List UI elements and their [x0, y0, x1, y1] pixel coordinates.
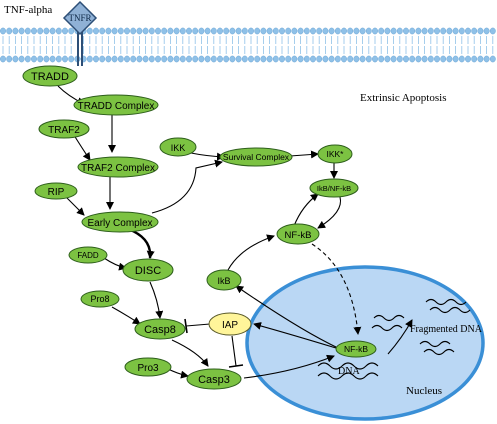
node-iap: IAP	[208, 312, 252, 336]
node-nfkb: NF-kB	[276, 223, 320, 245]
node-traf2-complex: TRAF2 Complex	[77, 156, 159, 178]
node-traf2-complex-label: TRAF2 Complex	[81, 163, 155, 174]
node-pro3-label: Pro3	[137, 363, 159, 374]
node-casp3-label: Casp3	[198, 374, 230, 386]
dna-label: DNA	[338, 366, 360, 377]
node-pro3: Pro3	[124, 357, 172, 377]
node-survival-complex: Survival Complex	[219, 147, 293, 167]
node-disc-label: DISC	[135, 265, 161, 277]
node-iap-label: IAP	[222, 320, 238, 331]
nucleus-label: Nucleus	[406, 385, 442, 397]
node-survival-complex-label: Survival Complex	[223, 152, 290, 162]
node-nfkb-nuclear-label: NF-kB	[344, 344, 368, 354]
node-ikk-label: IKK	[171, 143, 186, 153]
node-rip-label: RIP	[48, 187, 65, 198]
dna-strands	[317, 362, 379, 380]
tnfr-receptor	[62, 0, 98, 66]
node-ikk: IKK	[159, 137, 197, 157]
cell-membrane	[0, 27, 496, 63]
node-ikb-nfkb: IkB/NF-kB	[309, 178, 359, 198]
fragmented-dna-label: Fragmented DNA	[410, 324, 483, 335]
node-rip: RIP	[34, 182, 78, 200]
node-tradd-label: TRADD	[31, 71, 69, 83]
node-pro8-label: Pro8	[90, 294, 109, 304]
node-traf2: TRAF2	[38, 119, 90, 139]
node-ikb-nfkb-label: IkB/NF-kB	[317, 184, 351, 193]
receptor-label: TNFR	[68, 13, 91, 23]
fragmented-dna-strands	[371, 298, 471, 356]
node-fadd-label: FADD	[77, 251, 99, 260]
node-early-complex: Early Complex	[81, 211, 159, 233]
node-nfkb-nuclear: NF-kB	[335, 340, 377, 358]
node-nfkb-label: NF-kB	[285, 230, 312, 241]
node-ikk-star: IKK*	[317, 144, 353, 164]
node-traf2-label: TRAF2	[48, 125, 80, 136]
node-disc: DISC	[122, 258, 174, 282]
node-ikk-star-label: IKK*	[326, 149, 344, 159]
node-casp8-label: Casp8	[144, 324, 176, 336]
node-tradd: TRADD	[22, 65, 78, 87]
node-fadd: FADD	[68, 246, 108, 264]
node-casp8: Casp8	[134, 318, 186, 340]
node-casp3: Casp3	[186, 368, 242, 390]
node-tradd-complex: TRADD Complex	[73, 94, 159, 116]
node-tradd-complex-label: TRADD Complex	[78, 101, 155, 112]
title-tnf-alpha: TNF-alpha	[4, 4, 52, 16]
node-ikb-label: IkB	[217, 276, 230, 286]
node-ikb: IkB	[206, 269, 242, 291]
pathway-label: Extrinsic Apoptosis	[360, 92, 446, 104]
node-early-complex-label: Early Complex	[87, 218, 152, 229]
node-pro8: Pro8	[80, 290, 120, 308]
